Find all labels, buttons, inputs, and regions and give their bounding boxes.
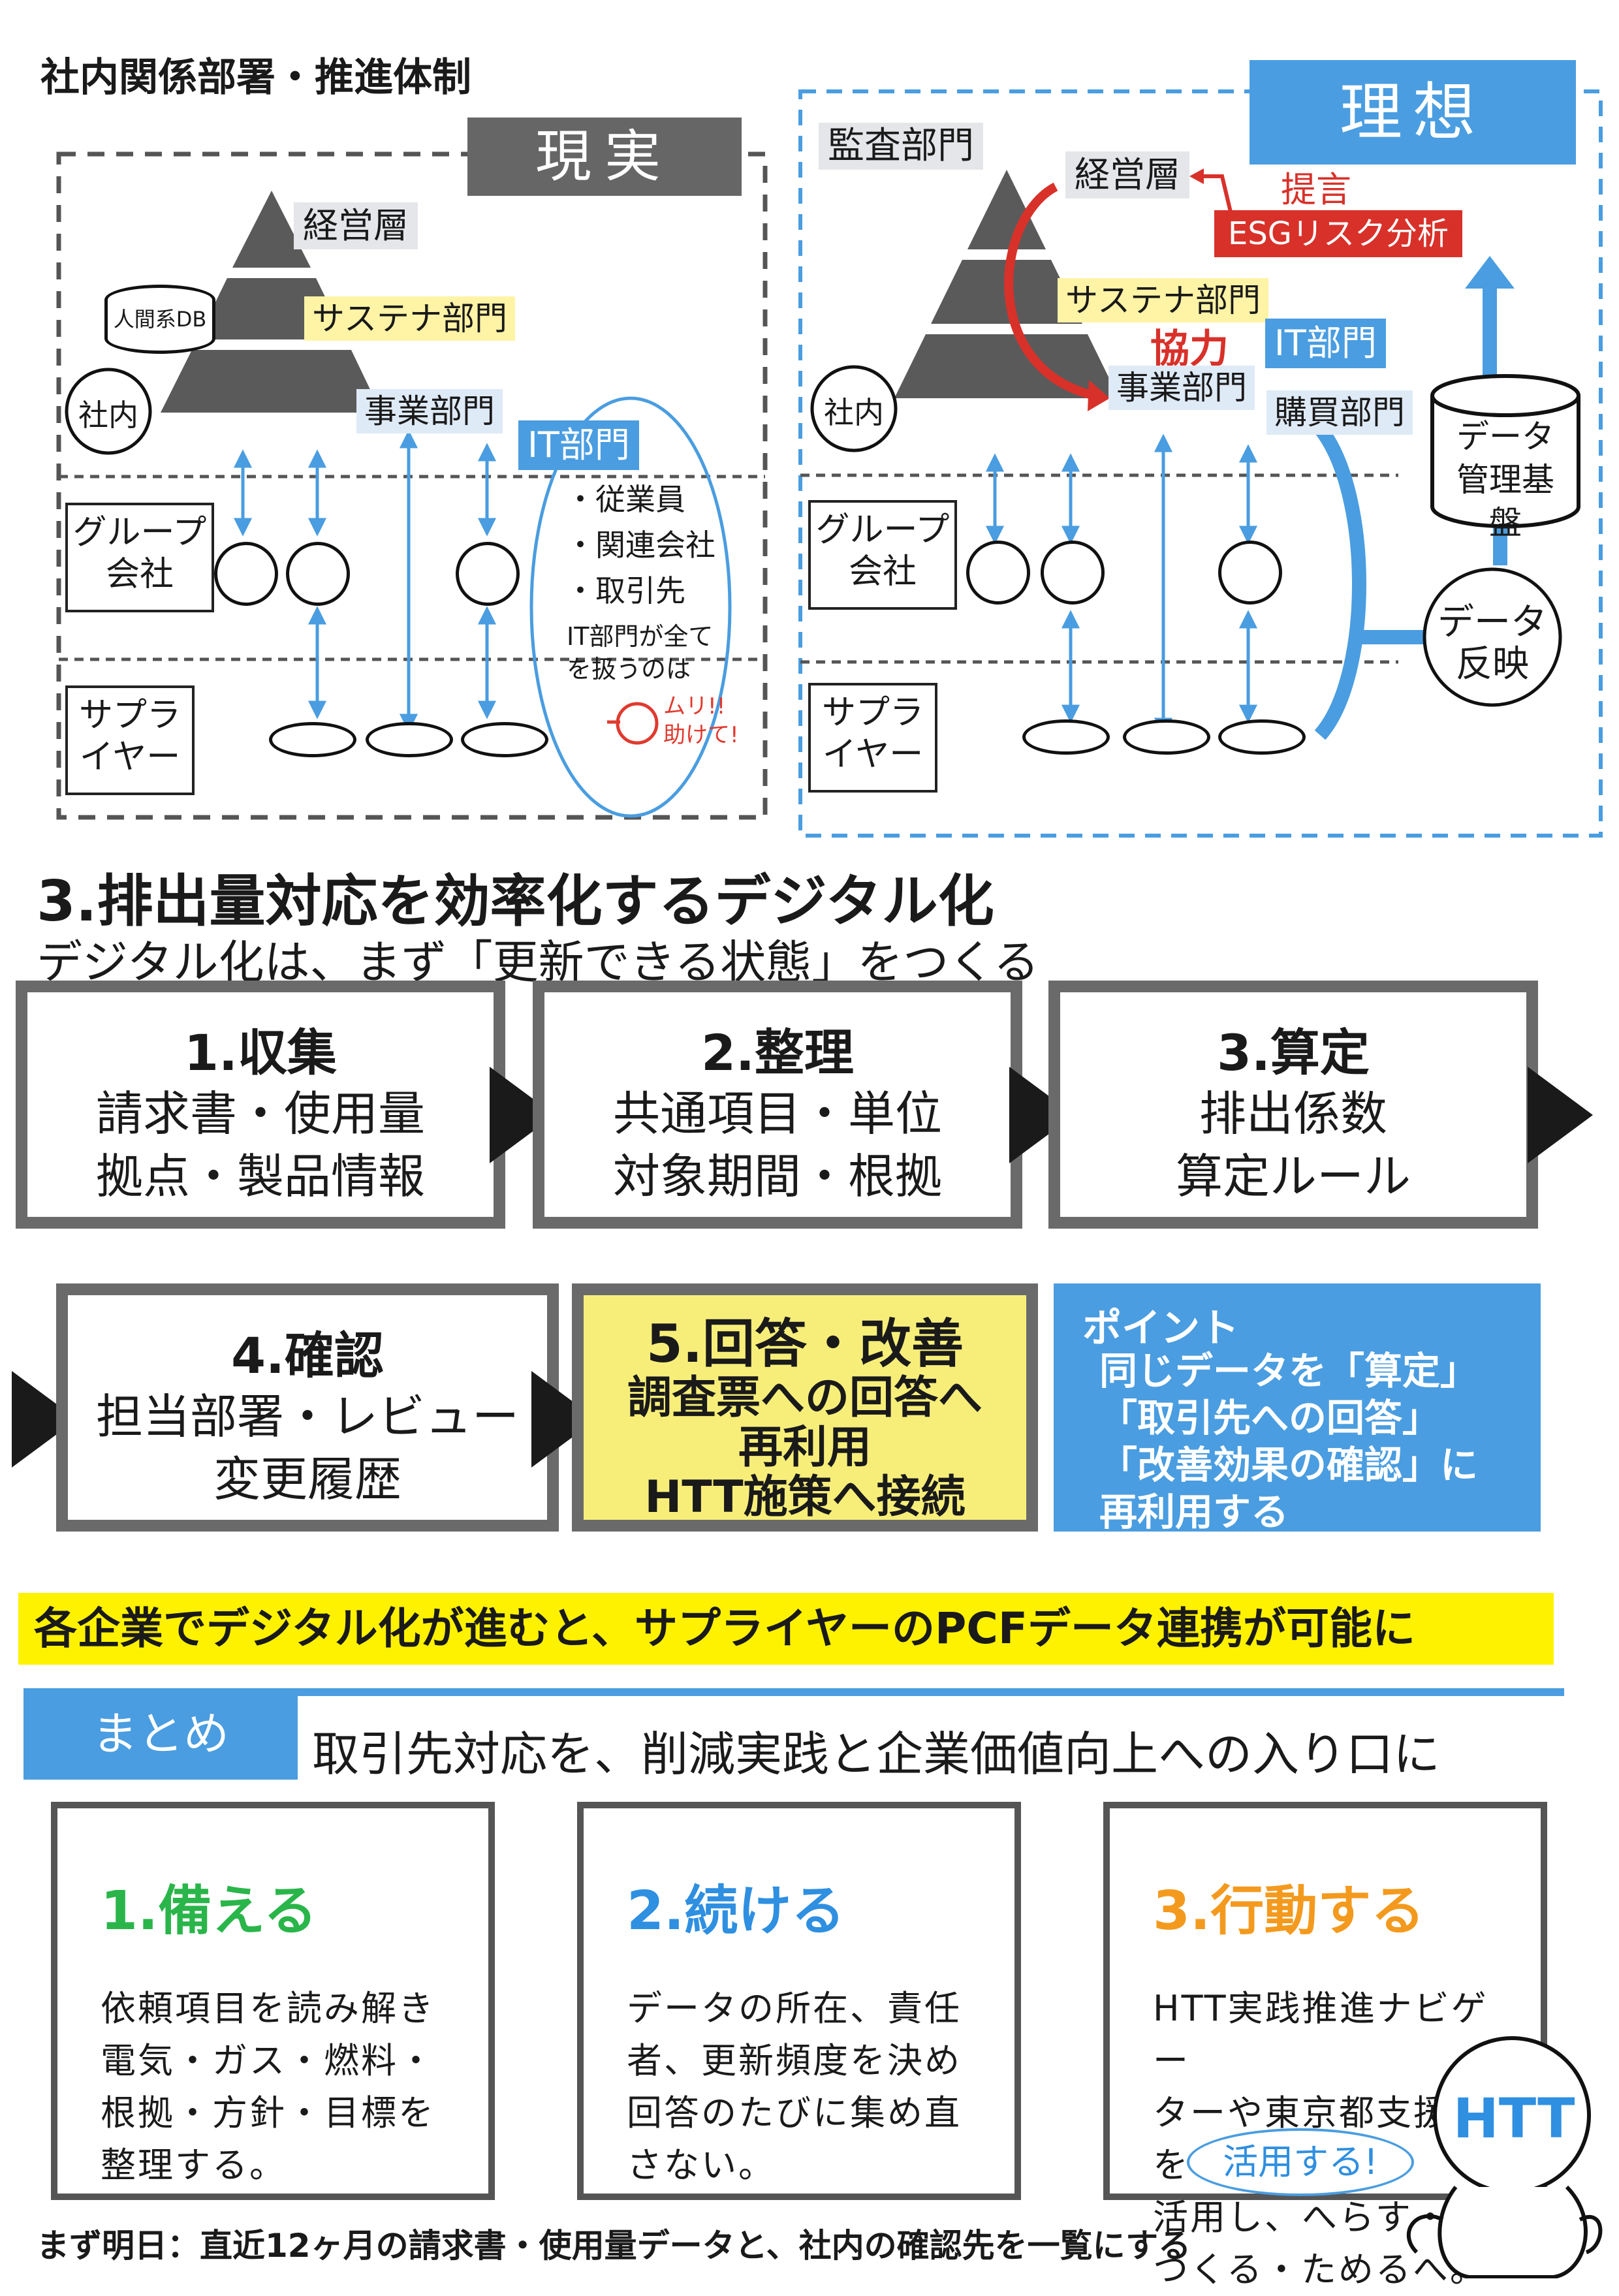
it-comment: IT部門が全て を扱うのは — [567, 622, 714, 684]
mascot-bubble: 活用する! — [1187, 2128, 1414, 2196]
supplier-node — [366, 722, 453, 757]
ideal-state-tag: 理想 — [1250, 60, 1576, 165]
business-label-ideal: 事業部門 — [1108, 366, 1255, 410]
exec-label: 経営層 — [294, 202, 418, 249]
supplier-label: サプラ イヤー — [65, 685, 195, 795]
internal-label: 社内 — [78, 398, 138, 433]
summary-rule — [24, 1688, 1564, 1696]
htt-mascot: HTT — [1391, 2024, 1606, 2279]
hr-db-cylinder: 人間系DB — [104, 285, 215, 354]
supplier-node — [1218, 719, 1306, 755]
step-box-collect: 1.収集 請求書・使用量 拠点・製品情報 — [16, 981, 505, 1229]
ideal-state-diagram — [798, 89, 1603, 838]
summary-tag: まとめ — [24, 1688, 298, 1780]
audit-label: 監査部門 — [819, 123, 983, 170]
supplier-node — [461, 722, 548, 757]
step-box-organize: 2.整理 共通項目・単位 対象期間・根拠 — [533, 981, 1022, 1229]
it-notes: ・従業員 ・関連会社 ・取引先 — [565, 482, 715, 608]
group-company-label: グループ 会社 — [65, 503, 214, 612]
internal-label-ideal: 社内 — [824, 395, 884, 430]
step-box-calculate: 3.算定 排出係数 算定ルール — [1048, 981, 1538, 1229]
sustain-label: サステナ部門 — [304, 296, 515, 341]
step-box-respond: 5.回答・改善 調査票への回答へ 再利用 HTT施策へ接続 — [572, 1283, 1038, 1532]
mascot-label: HTT — [1453, 2086, 1575, 2150]
step-box-review: 4.確認 担当部署・レビュー 変更履歴 — [56, 1283, 559, 1532]
it-dept-tag-ideal: IT部門 — [1265, 319, 1386, 368]
supplier-node — [1123, 719, 1210, 755]
current-state-panel: 現実 経営層 人間系DB サステナ部門 社内 事業部門 IT部門 グループ 会社… — [56, 118, 769, 821]
point-title: ポイント — [1082, 1306, 1239, 1351]
sustain-label-ideal: サステナ部門 — [1058, 278, 1268, 322]
pcf-banner: 各企業でデジタル化が進むと、サプライヤーのPCFデータ連携が可能に — [18, 1593, 1554, 1665]
purchasing-label: 購買部門 — [1266, 390, 1413, 435]
group-node — [286, 542, 350, 606]
supplier-node — [269, 722, 356, 757]
hr-db-label: 人間系DB — [113, 307, 207, 332]
point-lines: 同じデータを「算定」 「取引先への回答」 「改善効果の確認」に 再利用する — [1099, 1349, 1479, 1534]
mascot-figure-icon — [1406, 2036, 1603, 2279]
point-box: ポイント 同じデータを「算定」 「取引先への回答」 「改善効果の確認」に 再利用… — [1054, 1283, 1541, 1534]
group-node — [456, 542, 520, 606]
footer-action: まず明日：直近12ヶ月の請求書・使用量データと、社内の確認先を一覧にする — [37, 2227, 1191, 2265]
arrow-icon — [1528, 1067, 1593, 1163]
data-platform-label: データ 管理基盤 — [1456, 418, 1554, 542]
group-node — [214, 542, 278, 606]
summary-headline: 取引先対応を、削減実践と企業価値向上への入り口に — [312, 1727, 1441, 1782]
section-title: 社内関係部署・推進体制 — [40, 55, 471, 101]
supplier-label-ideal: サプラ イヤー — [808, 683, 937, 793]
data-reflect-label: データ 反映 — [1438, 601, 1547, 685]
cooperation-label: 協力 — [1150, 326, 1229, 372]
section3-heading: 3.排出量対応を効率化するデジタル化 — [37, 869, 994, 934]
group-company-label-ideal: グループ 会社 — [808, 500, 957, 610]
it-dept-tag: IT部門 — [518, 420, 639, 470]
summary-card-prepare: 1.備える 依頼項目を読み解き 電気・ガス・燃料・ 根拠・方針・目標を 整理する… — [51, 1802, 495, 2200]
help-cry: ムリ!! 助けて! — [663, 693, 739, 748]
exec-label-ideal: 経営層 — [1065, 151, 1189, 198]
section3-subheading: デジタル化は、まず「更新できる状態」をつくる — [37, 936, 1039, 989]
group-node — [966, 541, 1030, 605]
summary-card-continue: 2.続ける データの所在、責任 者、更新頻度を決め 回答のたびに集め直 さない。 — [577, 1802, 1021, 2200]
esg-analysis-box: ESGリスク分析 — [1214, 210, 1462, 257]
group-node — [1218, 541, 1282, 605]
ideal-state-panel: 理想 監査部門 経営層 提言 ESGリスク分析 サステナ部門 協力 IT部門 社… — [798, 60, 1605, 840]
supplier-node — [1022, 719, 1110, 755]
business-label: 事業部門 — [356, 389, 503, 433]
group-node — [1041, 541, 1105, 605]
current-state-tag: 現実 — [467, 118, 742, 196]
proposal-label: 提言 — [1281, 169, 1351, 210]
